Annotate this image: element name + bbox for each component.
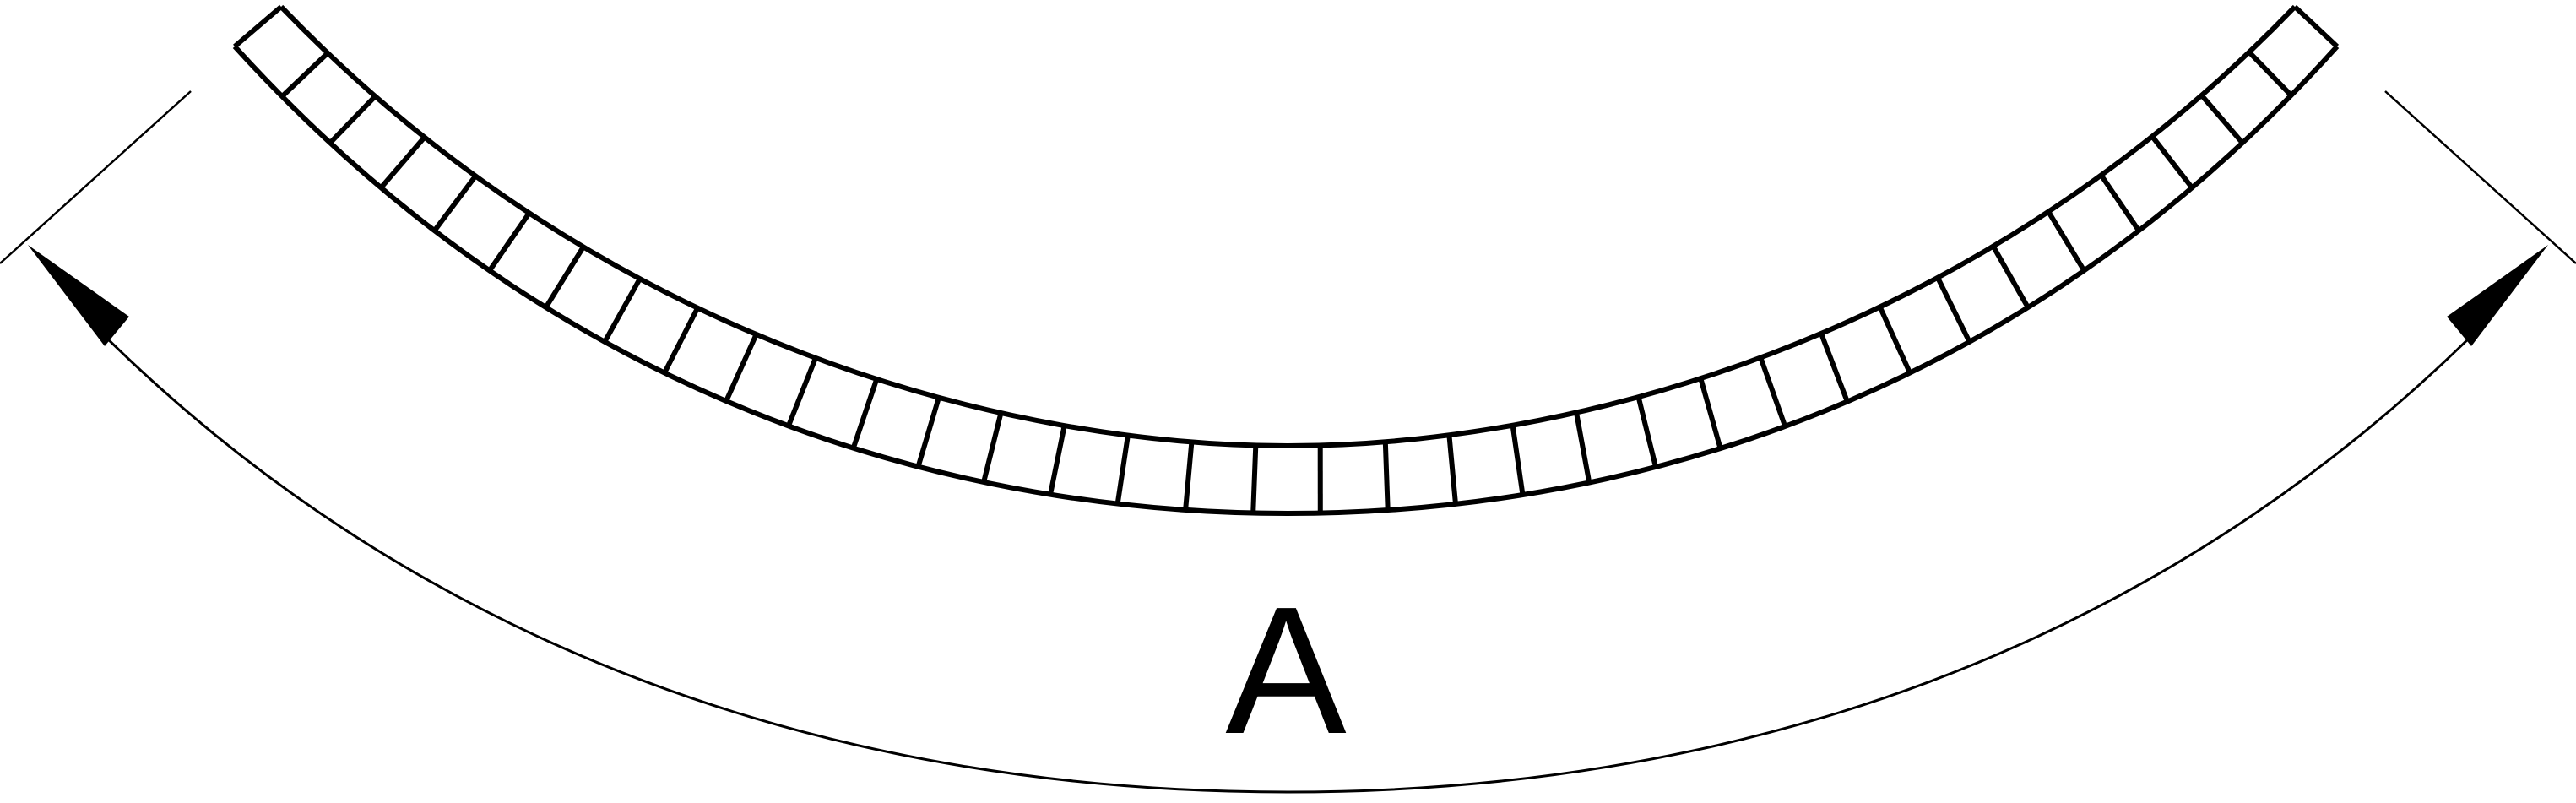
strip-segment-divider bbox=[724, 333, 759, 403]
strip-segment-divider bbox=[2199, 93, 2245, 145]
strip-segment-divider bbox=[1758, 356, 1788, 427]
strip-segment-divider bbox=[1510, 425, 1526, 496]
extension-lines bbox=[0, 90, 2576, 264]
left-extension-line bbox=[0, 90, 192, 264]
strip-segment-divider bbox=[2099, 173, 2141, 232]
strip-left-end bbox=[233, 4, 283, 49]
strip-segment-divider bbox=[280, 51, 330, 99]
strip-segment-divider bbox=[2046, 210, 2086, 273]
strip-segment-divider bbox=[1250, 445, 1259, 513]
strip-bottom-edge bbox=[232, 44, 2340, 517]
strip-top-edge bbox=[279, 4, 2297, 449]
strip-segment-divider bbox=[1991, 245, 2031, 309]
strip-segment-divider bbox=[1819, 332, 1850, 403]
strip-segment-divider bbox=[544, 245, 586, 309]
curved-strip bbox=[232, 4, 2340, 517]
strip-segment-divider bbox=[1698, 377, 1723, 449]
strip-segment-divider bbox=[915, 396, 941, 468]
strip-right-end bbox=[2292, 4, 2340, 49]
strip-segment-divider bbox=[1114, 435, 1131, 505]
strip-segment-divider bbox=[1048, 425, 1067, 496]
arrowhead-icon bbox=[28, 245, 129, 346]
strip-segment-divider bbox=[1877, 306, 1912, 374]
strip-segment-divider bbox=[602, 277, 643, 344]
strip-segment-divider bbox=[1635, 396, 1658, 468]
strip-segment-divider bbox=[328, 94, 377, 145]
strip-segment-divider bbox=[1183, 442, 1195, 511]
dimension-label: A bbox=[1225, 568, 1346, 772]
strip-segment-divider bbox=[662, 307, 700, 374]
strip-segment-divider bbox=[1935, 276, 1972, 344]
strip-segment-divider bbox=[2247, 50, 2293, 97]
strip-segment-divider bbox=[1574, 411, 1592, 484]
strip-segment-dividers bbox=[280, 50, 2293, 513]
dimension-arc bbox=[98, 329, 2478, 794]
arrowhead-icon bbox=[2447, 245, 2548, 346]
strip-segment-divider bbox=[487, 211, 532, 273]
strip-segment-divider bbox=[850, 378, 880, 449]
strip-segment-divider bbox=[432, 174, 478, 233]
strip-segment-divider bbox=[2150, 134, 2194, 190]
strip-segment-divider bbox=[981, 412, 1004, 483]
strip-segment-divider bbox=[786, 356, 818, 427]
strip-segment-divider bbox=[378, 135, 427, 190]
strip-segment-divider bbox=[1382, 442, 1391, 511]
strip-segment-divider bbox=[1446, 435, 1458, 505]
right-extension-line bbox=[2384, 90, 2576, 264]
